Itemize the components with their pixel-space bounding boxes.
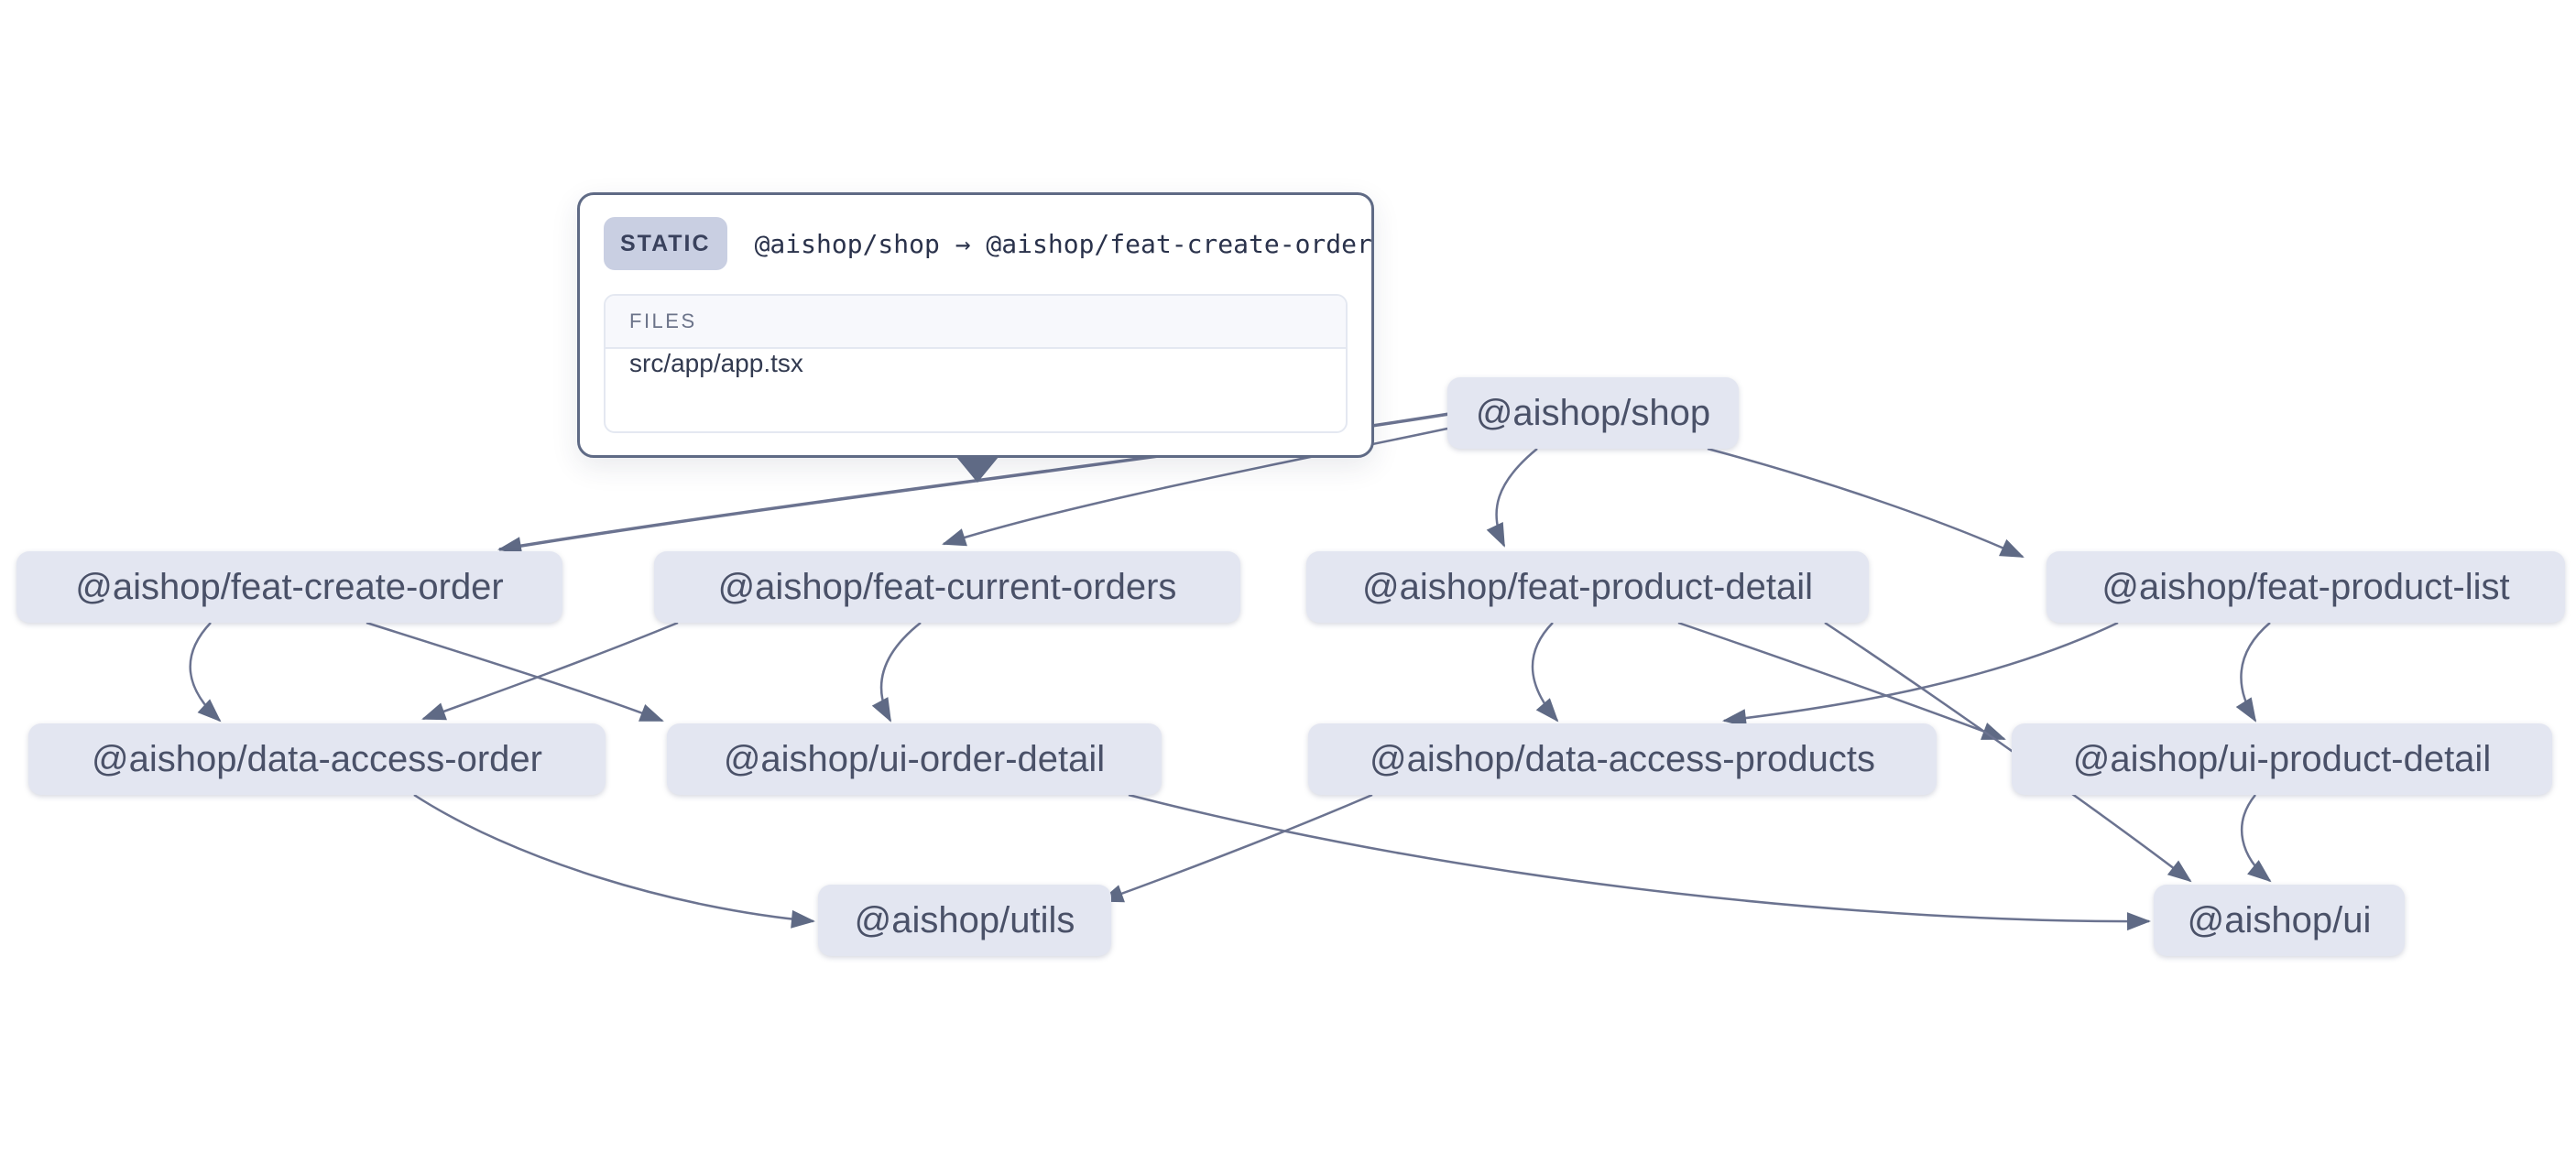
- node-utils[interactable]: @aishop/utils: [818, 885, 1111, 956]
- edge-feat-product-list-data-access-products[interactable]: [1722, 621, 2119, 728]
- edge-feat-product-detail-data-access-products[interactable]: [1531, 622, 1559, 723]
- tooltip-header: STATIC @aishop/shop → @aishop/feat-creat…: [604, 217, 1372, 270]
- edge-shop-feat-product-detail[interactable]: [1486, 448, 1538, 548]
- edge-feat-current-orders-ui-order-detail[interactable]: [871, 622, 922, 723]
- edge-label: @aishop/shop → @aishop/feat-create-order: [754, 228, 1372, 259]
- edge-feat-product-list-ui-product-detail[interactable]: [2235, 622, 2271, 723]
- node-ui-product-detail[interactable]: @aishop/ui-product-detail: [2012, 723, 2552, 795]
- node-feat-current-orders[interactable]: @aishop/feat-current-orders: [654, 551, 1240, 623]
- edge-feat-current-orders-data-access-order[interactable]: [421, 621, 679, 721]
- node-shop[interactable]: @aishop/shop: [1447, 377, 1739, 449]
- node-ui[interactable]: @aishop/ui: [2154, 885, 2405, 956]
- node-feat-product-detail[interactable]: @aishop/feat-product-detail: [1306, 551, 1869, 623]
- edge-feat-create-order-ui-order-detail[interactable]: [366, 621, 664, 723]
- edge-feat-create-order-data-access-order[interactable]: [189, 622, 222, 723]
- node-ui-order-detail[interactable]: @aishop/ui-order-detail: [667, 723, 1162, 795]
- node-data-access-order[interactable]: @aishop/data-access-order: [28, 723, 606, 795]
- file-row: src/app/app.tsx: [606, 349, 1346, 378]
- node-feat-product-list[interactable]: @aishop/feat-product-list: [2047, 551, 2565, 623]
- edge-ui-product-detail-ui[interactable]: [2240, 794, 2272, 883]
- edge-shop-feat-current-orders[interactable]: [942, 427, 1448, 547]
- edge-shop-feat-product-list[interactable]: [1707, 447, 2025, 559]
- edge-data-access-products-utils[interactable]: [1099, 793, 1373, 903]
- edge-ui-order-detail-ui[interactable]: [1128, 793, 2151, 931]
- edge-type-badge: STATIC: [604, 217, 727, 270]
- file-list: src/app/app.tsx: [606, 349, 1346, 378]
- files-panel: FILES src/app/app.tsx: [604, 294, 1348, 433]
- edge-data-access-order-utils[interactable]: [413, 793, 815, 929]
- node-data-access-products[interactable]: @aishop/data-access-products: [1308, 723, 1937, 795]
- edge-tooltip: STATIC @aishop/shop → @aishop/feat-creat…: [577, 192, 1374, 458]
- files-header: FILES: [606, 296, 1346, 349]
- node-feat-create-order[interactable]: @aishop/feat-create-order: [16, 551, 562, 623]
- edge-feat-product-detail-ui-product-detail[interactable]: [1677, 621, 2006, 741]
